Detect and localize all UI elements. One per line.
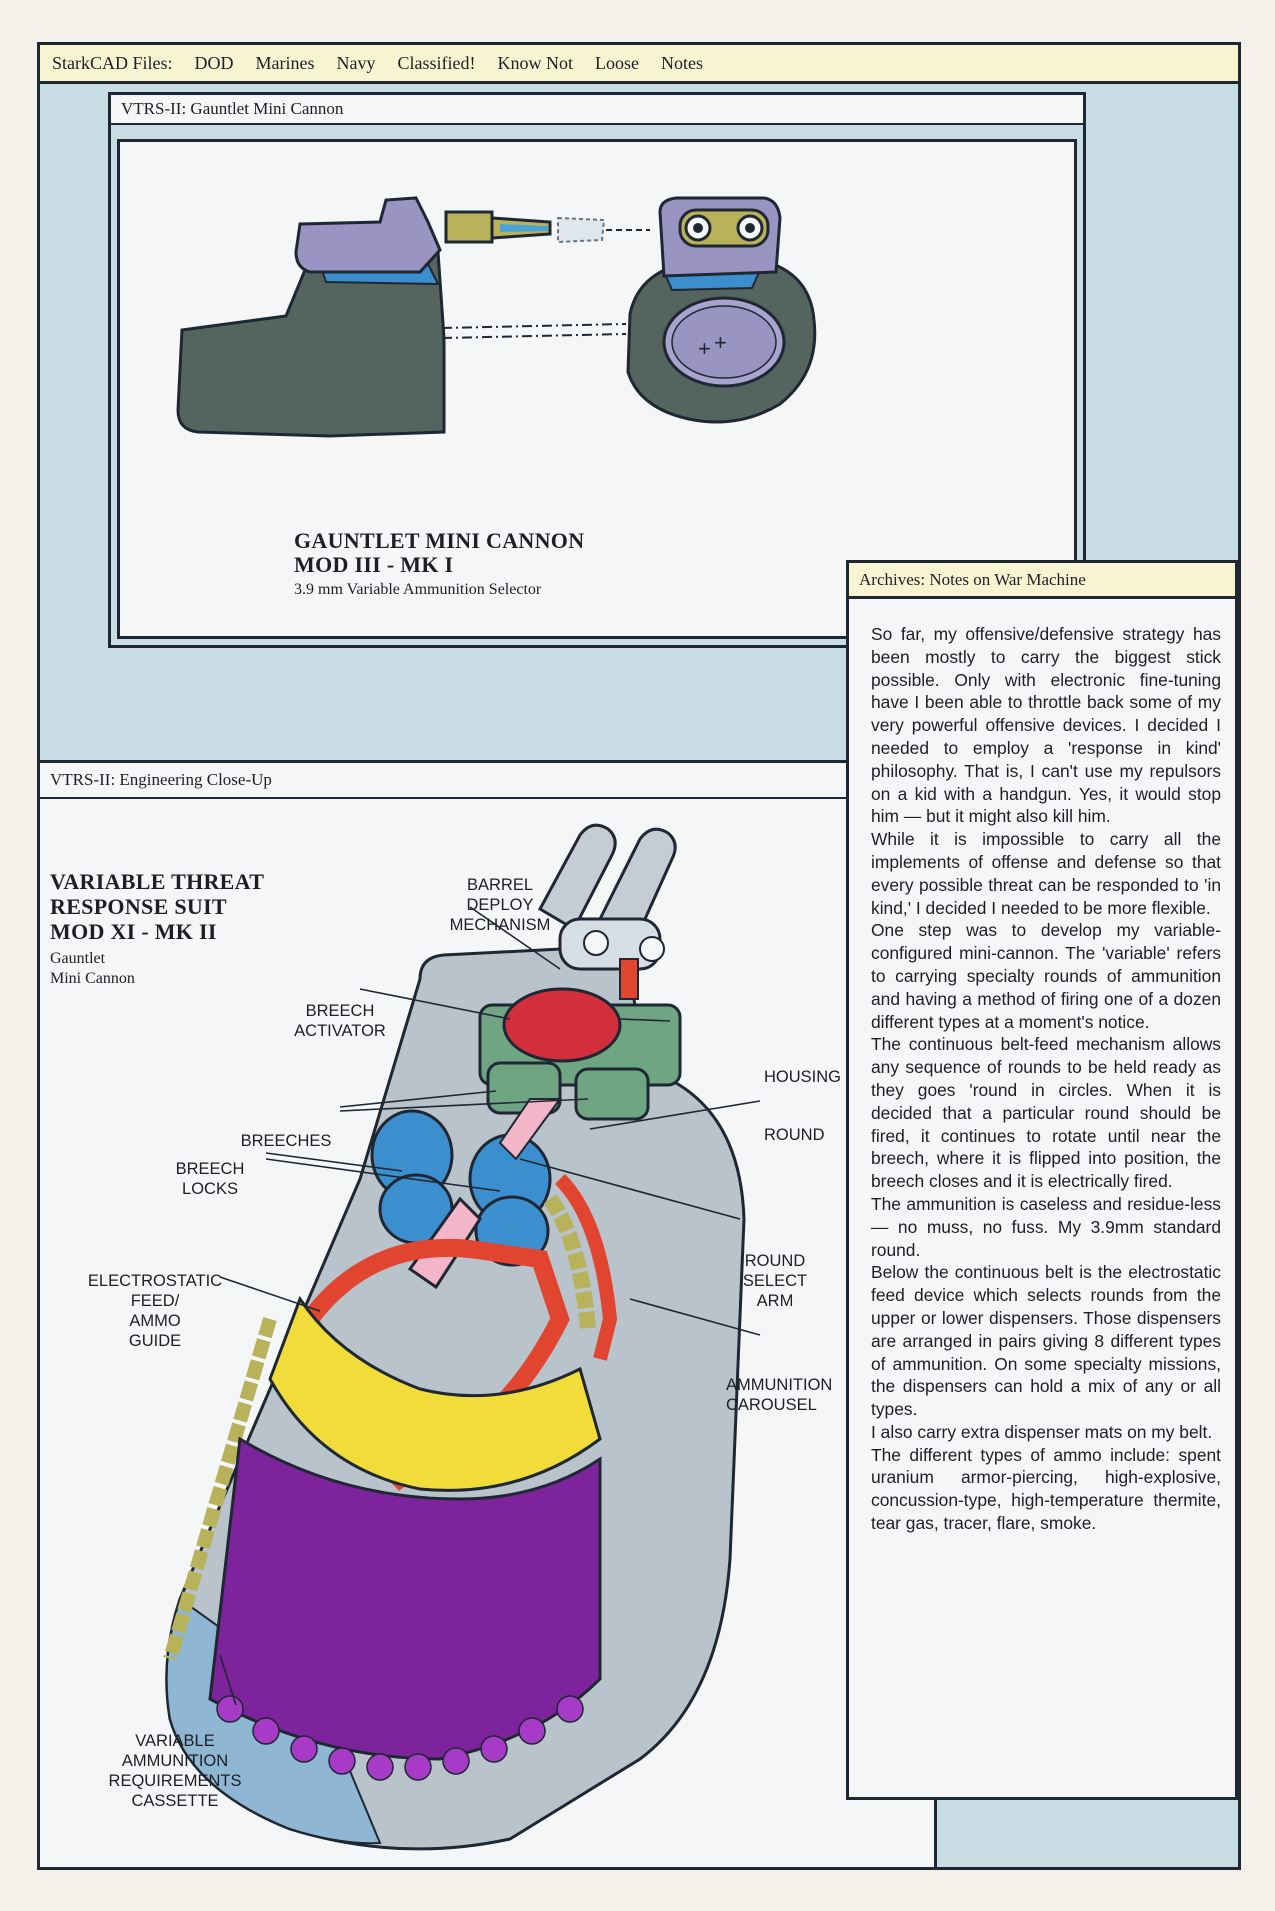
cannon-caption-title-line1: GAUNTLET MINI CANNON: [294, 528, 585, 553]
menu-item-dod[interactable]: DOD: [194, 52, 234, 73]
menu-item-notes[interactable]: Notes: [661, 52, 703, 73]
notes-paragraph: The different types of ammo include: spe…: [871, 1444, 1221, 1534]
notes-paragraph: Below the continuous belt is the electro…: [871, 1262, 1221, 1420]
eng-caption-title-line3: MOD XI - MK II: [50, 919, 217, 944]
svg-text:+: +: [698, 336, 711, 361]
mini-cannon-cutaway-illustration: [163, 823, 761, 1851]
gauntlet-end-view: + +: [626, 196, 817, 424]
callout-ammunition-carousel: AMMUNITION CAROUSEL: [726, 1376, 833, 1414]
menu-app-label: StarkCAD Files:: [52, 52, 173, 73]
ammunition-cassette: [208, 1436, 602, 1781]
callout-housing: HOUSING: [764, 1068, 842, 1086]
callout-breeches: BREECHES: [240, 1132, 332, 1150]
cannon-caption-subtitle: 3.9 mm Variable Ammunition Selector: [294, 581, 542, 598]
callout-breech-activator: BREECH ACTIVATOR: [294, 1002, 386, 1040]
notes-body: So far, my offensive/defensive strategy …: [871, 623, 1221, 1535]
menu-bar: StarkCAD Files: DOD Marines Navy Classif…: [37, 42, 1241, 84]
engineering-window[interactable]: VTRS-II: Engineering Close-Up VARIABLE T…: [37, 760, 937, 1870]
cannon-window[interactable]: VTRS-II: Gauntlet Mini Cannon: [108, 92, 1086, 648]
callout-round-select-arm: ROUND SELECT ARM: [742, 1252, 808, 1310]
cannon-side-view-illustration: + +: [176, 196, 817, 438]
menu-item-loose[interactable]: Loose: [595, 52, 639, 73]
menu-item-navy[interactable]: Navy: [336, 52, 376, 73]
notes-paragraph: So far, my offensive/defensive strategy …: [871, 624, 1221, 827]
callout-barrel-deploy: BARREL DEPLOY MECHANISM: [449, 876, 551, 934]
eng-caption-title-line1: VARIABLE THREAT: [50, 869, 265, 894]
eng-caption-sub-line1: Gauntlet: [50, 950, 106, 967]
engineering-window-title[interactable]: VTRS-II: Engineering Close-Up: [40, 763, 934, 799]
electrostatic-feed-guide: [268, 1295, 602, 1492]
callout-ammunition-cassette: VARIABLE AMMUNITION REQUIREMENTS CASSETT…: [108, 1732, 242, 1810]
callout-electrostatic-feed: ELECTROSTATIC FEED/ AMMO GUIDE: [87, 1272, 223, 1350]
eng-caption-title-line2: RESPONSE SUIT: [50, 894, 227, 919]
notes-window-title[interactable]: Archives: Notes on War Machine: [849, 563, 1235, 599]
notes-paragraph: The ammunition is caseless and residue-l…: [871, 1193, 1221, 1260]
menu-item-classified[interactable]: Classified!: [397, 52, 476, 73]
callout-round: ROUND: [764, 1126, 825, 1144]
notes-paragraph: While it is impossible to carry all the …: [871, 829, 1221, 918]
barrel-pair: [537, 823, 677, 1000]
notes-paragraph: One step was to develop my variable-conf…: [871, 920, 1221, 1032]
notes-paragraph: The continuous belt-feed mechanism allow…: [871, 1034, 1221, 1192]
notes-paragraph: I also carry extra dispenser mats on my …: [871, 1421, 1213, 1442]
callout-breech-locks: BREECH LOCKS: [175, 1160, 245, 1198]
cannon-drawing-canvas: + + GAUNTLET MINI CANNON MOD III - MK I …: [117, 139, 1077, 639]
svg-text:+: +: [714, 330, 727, 355]
gauntlet-side-view: [176, 196, 650, 438]
menu-item-know-not[interactable]: Know Not: [497, 52, 574, 73]
cannon-caption-title-line2: MOD III - MK I: [294, 552, 454, 577]
notes-window[interactable]: Archives: Notes on War Machine So far, m…: [846, 560, 1238, 1800]
cannon-window-title[interactable]: VTRS-II: Gauntlet Mini Cannon: [111, 95, 1083, 125]
menu-item-marines[interactable]: Marines: [255, 52, 315, 73]
eng-caption-sub-line2: Mini Cannon: [50, 970, 135, 987]
